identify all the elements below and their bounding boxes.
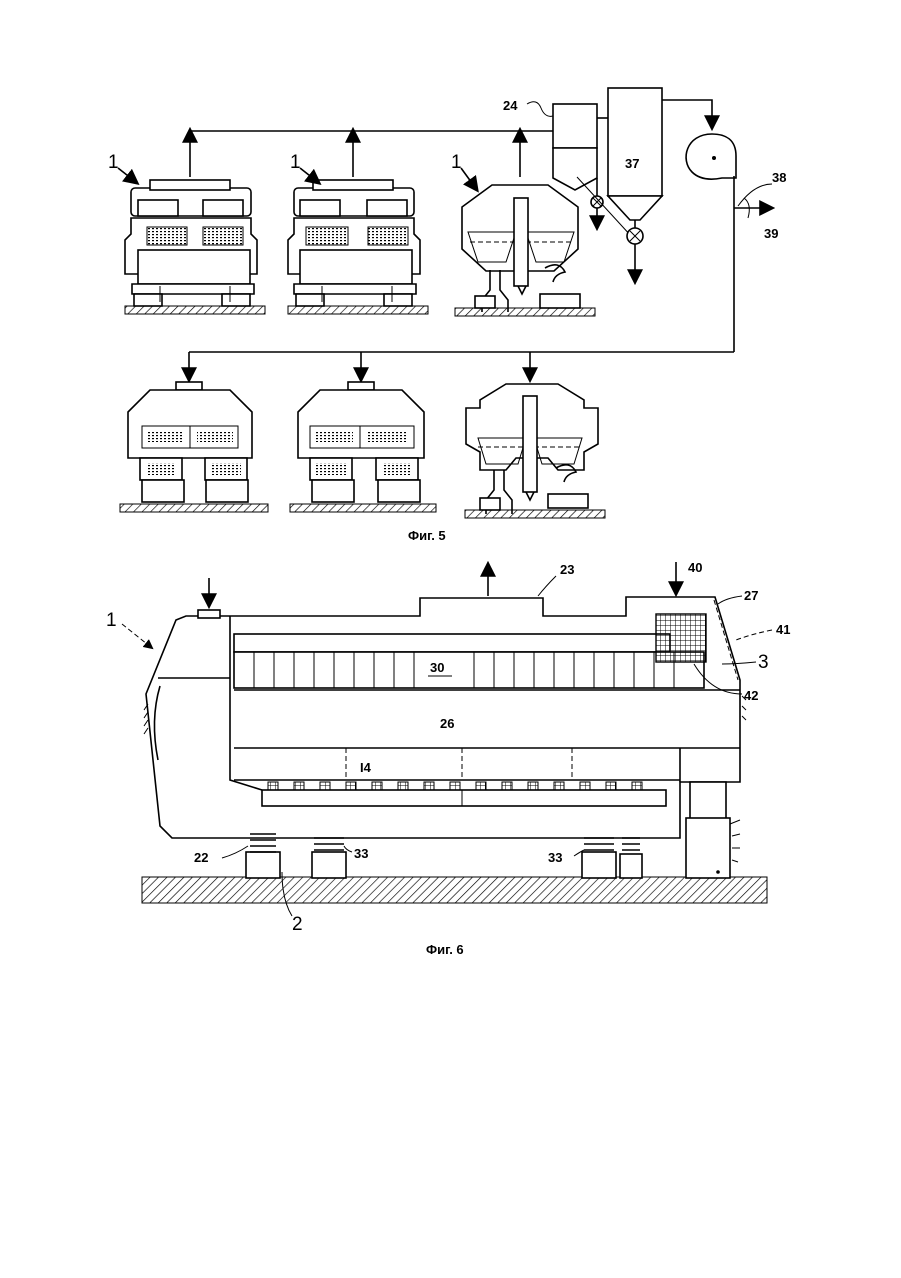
label-unit-1c: 1 — [451, 152, 462, 173]
figure-5-caption: Фиг. 5 — [408, 528, 446, 543]
figure-5: 1 1 1 24 37 — [108, 88, 786, 543]
label-42: 42 — [744, 688, 758, 703]
label-37: 37 — [625, 156, 639, 171]
label-27: 27 — [744, 588, 758, 603]
label-39: 39 — [764, 226, 778, 241]
label-33a: 33 — [354, 846, 368, 861]
fig5-bottom-unit-3 — [465, 384, 605, 518]
label-unit-1b: 1 — [290, 152, 301, 173]
label-38: 38 — [772, 170, 786, 185]
fig5-filter-37: 37 — [608, 88, 662, 282]
fig6-foundation — [142, 877, 767, 903]
figure-6-caption: Фиг. 6 — [426, 942, 464, 957]
label-14: I4 — [360, 760, 372, 775]
label-24: 24 — [503, 98, 518, 113]
fig5-top-unit-3 — [455, 185, 595, 316]
fig5-exhaust-manifold — [190, 130, 555, 177]
label-41: 41 — [776, 622, 790, 637]
label-23: 23 — [560, 562, 574, 577]
label-unit-1a: 1 — [108, 152, 119, 173]
label-2: 2 — [292, 914, 303, 935]
fig6-spring-supports — [246, 834, 642, 878]
label-1: 1 — [106, 610, 117, 631]
figure-6: 1 23 40 27 41 3 30 42 26 I4 22 33 33 2 Ф… — [106, 560, 790, 957]
fig6-distribution-slots — [268, 782, 642, 790]
fig5-top-unit-1 — [125, 180, 265, 314]
fig5-bottom-unit-1 — [120, 382, 268, 512]
fig5-top-unit-2 — [288, 180, 428, 314]
label-30: 30 — [430, 660, 444, 675]
label-22: 22 — [194, 850, 208, 865]
fig6-dryer-housing — [144, 562, 746, 838]
fig6-discharge-end — [686, 782, 740, 878]
label-26: 26 — [440, 716, 454, 731]
label-3: 3 — [758, 652, 769, 673]
fig5-bottom-unit-2 — [290, 382, 436, 512]
fig6-air-inlet-screen — [656, 614, 706, 662]
label-40: 40 — [688, 560, 702, 575]
label-33b: 33 — [548, 850, 562, 865]
